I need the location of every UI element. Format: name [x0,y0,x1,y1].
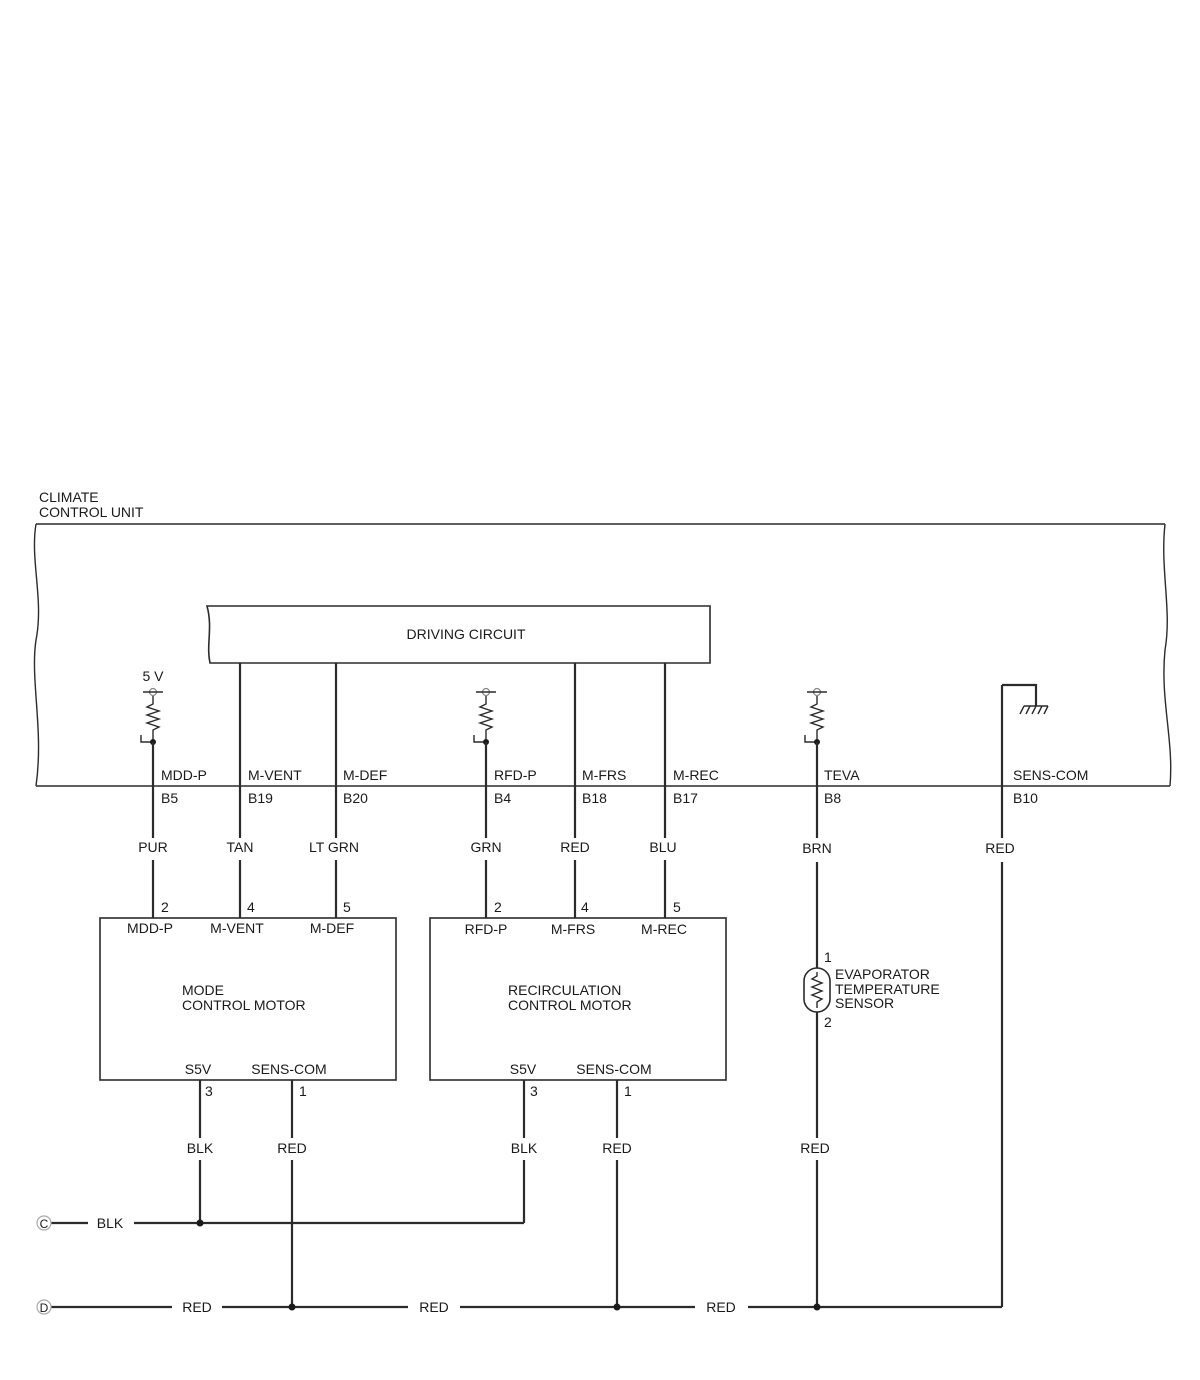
wire-color-blk-mode: BLK [187,1140,214,1156]
ecu-pin-b5: B5 [161,790,178,806]
evap-sensor-pin-1: 1 [824,949,832,965]
recirc-motor-label-s5v: S5V [510,1061,537,1077]
ecu-signal-teva: TEVA [824,767,860,783]
recirc-motor-pin-2: 2 [494,899,502,915]
bus-d-wire-label-1: RED [182,1299,212,1315]
wire-color-red-recirc: RED [602,1140,632,1156]
recirc-motor-label-rfd-p: RFD-P [465,921,508,937]
wire-color-red-sens-com: RED [985,840,1015,856]
unit-title-line1: CLIMATE [39,489,99,505]
wire-color-blu: BLU [649,839,676,855]
connector-d-label: D [40,1301,49,1315]
mode-motor-pin-2: 2 [161,899,169,915]
bus-c: C BLK [36,1215,124,1231]
evap-sensor-name-line3: SENSOR [835,995,894,1011]
evaporator-temperature-sensor: 1 2 EVAPORATOR TEMPERATURE SENSOR RED [800,949,940,1156]
bus-d-wire-label-3: RED [706,1299,736,1315]
driving-circuit-label: DRIVING CIRCUIT [407,626,526,642]
mode-motor-pin-1: 1 [299,1083,307,1099]
recirc-motor-pin-4: 4 [581,899,589,915]
recirc-motor-label-m-rec: M-REC [641,921,687,937]
evap-sensor-name-line1: EVAPORATOR [835,966,930,982]
ecu-signal-m-def: M-DEF [343,767,387,783]
ecu-signal-m-frs: M-FRS [582,767,626,783]
recirc-motor-pin-3: 3 [530,1083,538,1099]
recirculation-control-motor: 2 4 5 RFD-P M-FRS M-REC RECIRCULATION CO… [429,899,727,1156]
ecu-pin-b20: B20 [343,790,368,806]
wire-color-lt-grn: LT GRN [309,839,359,855]
connector-c-label: C [40,1217,49,1231]
mode-motor-name-line2: CONTROL MOTOR [182,997,306,1013]
wire-color-grn: GRN [470,839,501,855]
pullup-mdd-p: 5 V [140,668,164,745]
mode-control-motor: 2 4 5 MDD-P M-VENT M-DEF MODE CONTROL MO… [99,899,397,1156]
unit-right-break [1163,523,1172,787]
bus-d-wire-label-2: RED [419,1299,449,1315]
ecu-pin-b18: B18 [582,790,607,806]
connector-d-terminal [36,1299,52,1315]
bus-d: D RED RED RED [36,1299,736,1315]
recirc-motor-pin-5: 5 [673,899,681,915]
mode-motor-pin-4: 4 [247,899,255,915]
bus-c-wire-label: BLK [97,1215,124,1231]
mode-motor-label-mdd-p: MDD-P [127,920,173,936]
ecu-signal-m-rec: M-REC [673,767,719,783]
driving-circuit: DRIVING CIRCUIT [205,605,711,664]
pullup-teva [804,687,827,745]
recirc-motor-label-sens-com: SENS-COM [576,1061,651,1077]
recirc-motor-pin-1: 1 [624,1083,632,1099]
ecu-signal-mdd-p: MDD-P [161,767,207,783]
wires [51,663,1004,1311]
wire-color-pur: PUR [138,839,168,855]
ecu-pin-b17: B17 [673,790,698,806]
ecu-pin-labels: MDD-P B5 PUR M-VENT B19 TAN M-DEF B20 LT… [138,767,1088,856]
mode-motor-label-s5v: S5V [185,1061,212,1077]
mode-motor-pin-3: 3 [205,1083,213,1099]
connector-c-terminal [36,1215,52,1231]
recirc-motor-name-line2: CONTROL MOTOR [508,997,632,1013]
ecu-pin-b8: B8 [824,790,841,806]
ecu-signal-sens-com: SENS-COM [1013,767,1088,783]
evap-sensor-name-line2: TEMPERATURE [835,981,940,997]
mode-motor-label-m-def: M-DEF [310,920,354,936]
evap-sensor-pin-2: 2 [824,1014,832,1030]
ecu-pin-b19: B19 [248,790,273,806]
climate-control-unit: CLIMATE CONTROL UNIT [33,489,1172,787]
wire-color-red-m-frs: RED [560,839,590,855]
mode-motor-label-m-vent: M-VENT [210,920,264,936]
ecu-pin-b4: B4 [494,790,511,806]
wire-color-tan: TAN [227,839,254,855]
mode-motor-label-sens-com: SENS-COM [251,1061,326,1077]
mode-motor-name-line1: MODE [182,982,224,998]
ecu-signal-m-vent: M-VENT [248,767,302,783]
unit-title-line2: CONTROL UNIT [39,504,144,520]
pullup-rfd-p [473,687,496,745]
wire-color-red-evap: RED [800,1140,830,1156]
thermistor-icon [803,967,831,1013]
ground-icon [1002,683,1049,715]
ecu-pin-b10: B10 [1013,790,1038,806]
wire-color-red-mode: RED [277,1140,307,1156]
unit-left-break [33,523,40,787]
recirc-motor-label-m-frs: M-FRS [551,921,595,937]
mode-motor-pin-5: 5 [343,899,351,915]
wire-color-blk-recirc: BLK [511,1140,538,1156]
supply-voltage-label: 5 V [142,668,164,684]
recirc-motor-name-line1: RECIRCULATION [508,982,621,998]
wire-color-brn: BRN [802,840,832,856]
ecu-signal-rfd-p: RFD-P [494,767,537,783]
